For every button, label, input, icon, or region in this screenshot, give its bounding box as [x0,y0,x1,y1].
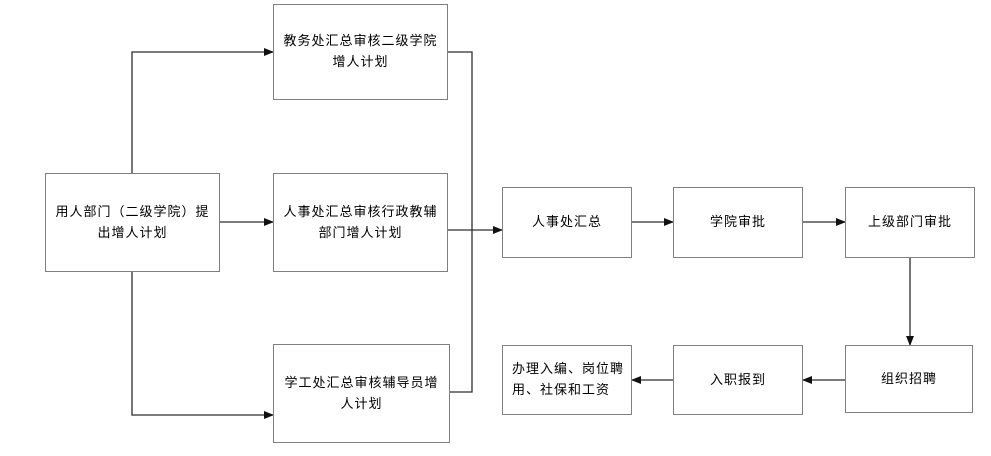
node-xueyuan-shenpi: 学院审批 [673,187,803,258]
node-jiaowuchu-huizong: 教务处汇总审核二级学院增人计划 [273,4,448,100]
node-banli-rubian: 办理入编、岗位聘用、社保和工资 [502,345,632,415]
node-renshichu-huizong: 人事处汇总 [502,187,632,258]
node-zuzhi-zhaopin: 组织招聘 [845,345,973,413]
node-ruzhi-baodao: 入职报到 [673,345,803,415]
node-yongren-bumen: 用人部门（二级学院）提出增人计划 [45,173,220,272]
connector-yongren-to-jiaowu [131,48,274,173]
node-shangji-bumen-shenpi: 上级部门审批 [845,187,975,258]
connector-merge-vertical [448,51,473,393]
node-renshichu-shenhe: 人事处汇总审核行政教辅部门增人计划 [273,173,448,272]
node-xuegongchu-shenhe: 学工处汇总审核辅导员增人计划 [273,344,450,443]
connector-yongren-to-xuegong [131,272,274,419]
